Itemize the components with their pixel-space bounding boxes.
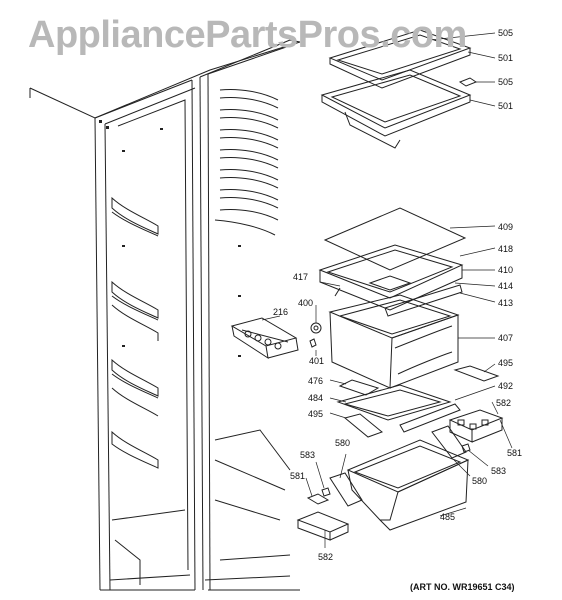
- cabinet-liner: [29, 39, 301, 591]
- lower-drawer-pan: [346, 439, 470, 531]
- small-part-400: [310, 322, 322, 334]
- drawer-divider-476: [338, 379, 380, 396]
- leader-lines-top: [429, 32, 496, 107]
- part-label-582-lower: 582: [318, 552, 334, 562]
- part-label-581-right: 581: [507, 448, 523, 458]
- bracket-582-upper: [448, 409, 504, 443]
- leader-lines: [261, 225, 513, 548]
- part-label-505: 505: [498, 77, 514, 87]
- right-shelf-supports: [214, 89, 279, 236]
- drawer-tray-484: [336, 384, 452, 421]
- part-label-492: 492: [498, 381, 514, 391]
- left-shelf-supports: [111, 196, 159, 469]
- part-label-216: 216: [273, 307, 289, 317]
- part-label-495-left: 495: [308, 409, 324, 419]
- part-label-413: 413: [498, 298, 514, 308]
- crisper-cover-frame: [318, 244, 464, 311]
- slide-rail-495-upper: [453, 365, 500, 382]
- cabinet-screws: [99, 120, 109, 129]
- top-glass-shelf-lower: [320, 69, 472, 149]
- part-label-409: 409: [498, 222, 514, 232]
- part-label-407: 407: [498, 333, 514, 343]
- part-label-581-left: 581: [290, 471, 306, 481]
- part-label-505-top: 505: [498, 28, 514, 38]
- part-label-417: 417: [293, 272, 309, 282]
- drawer-slide-580-right: [431, 425, 467, 459]
- rail-492: [399, 403, 461, 433]
- part-label-583-left: 583: [300, 450, 316, 460]
- shelf-endcap-clip: [458, 77, 478, 87]
- crisper-front-trim: [384, 284, 463, 317]
- bracket-581-lower: [306, 493, 330, 505]
- part-label-485: 485: [440, 512, 456, 522]
- part-label-580-right: 580: [472, 476, 488, 486]
- crisper-pan: [328, 294, 460, 389]
- part-label-582-upper: 582: [496, 398, 512, 408]
- part-label-418: 418: [498, 244, 514, 254]
- part-label-580-left: 580: [335, 438, 351, 448]
- slide-rail-495-lower: [343, 413, 384, 438]
- watermark: AppliancePartsPros.com: [28, 14, 467, 56]
- part-label-410: 410: [498, 265, 514, 275]
- door-bin-216: [230, 317, 299, 360]
- liner-holes: [122, 128, 241, 357]
- small-part-401: [309, 338, 317, 348]
- part-label-476: 476: [308, 376, 324, 386]
- part-label-484: 484: [308, 393, 324, 403]
- part-label-495-right: 495: [498, 358, 514, 368]
- drawer-slide-580-left: [329, 472, 363, 507]
- crisper-glass-cover: [323, 207, 467, 271]
- part-label-414: 414: [498, 281, 514, 291]
- part-label-400: 400: [298, 298, 314, 308]
- part-label-501-top: 501: [498, 53, 514, 63]
- art-number: (ART NO. WR19651 C34): [410, 582, 515, 592]
- part-label-401: 401: [309, 356, 325, 366]
- clip-583: [321, 443, 471, 497]
- part-label-583-right: 583: [491, 466, 507, 476]
- part-label-501: 501: [498, 101, 514, 111]
- bracket-582-lower: [296, 511, 350, 541]
